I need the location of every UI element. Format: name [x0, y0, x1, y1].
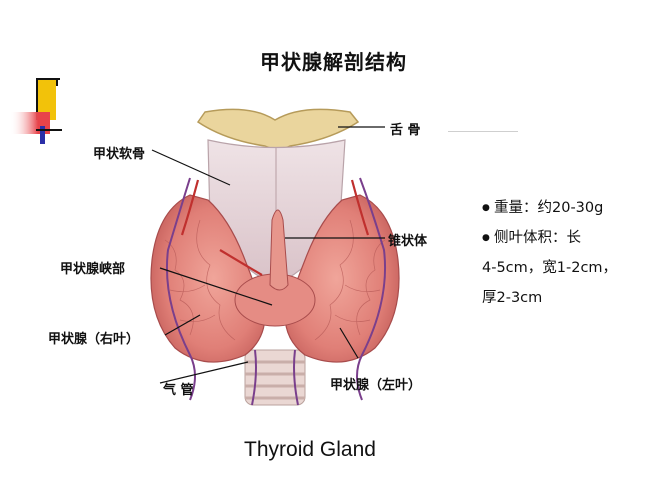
- page-title: 甲状腺解剖结构: [260, 50, 407, 74]
- info-list: ● 重量：约20-30g ● 侧叶体积：长 4-5cm，宽1-2cm， 厚2-3…: [482, 193, 662, 313]
- label-pyramidal-lobe: 锥状体: [388, 234, 428, 249]
- bullet-icon: ●: [482, 233, 490, 243]
- right-lobe-shape: [150, 194, 266, 363]
- label-hyoid: 舌 骨: [390, 123, 421, 138]
- thyroid-illustration: [150, 108, 400, 406]
- bullet-icon: ●: [482, 203, 490, 213]
- info-weight-text: 重量：约20-30g: [494, 200, 604, 216]
- hyoid-bone-shape: [196, 108, 360, 150]
- figure-caption: Thyroid Gland: [244, 438, 376, 461]
- left-lobe-shape: [284, 194, 400, 363]
- info-item-weight: ● 重量：约20-30g: [482, 193, 662, 223]
- trachea-shape: [244, 349, 306, 406]
- corner-decoration-icon: [10, 78, 62, 144]
- pyramidal-lobe-shape: [269, 209, 289, 291]
- hyoid-rule: [448, 131, 518, 132]
- info-volume-line3: 厚2-3cm: [482, 290, 543, 306]
- label-trachea: 气 管: [163, 383, 194, 398]
- label-isthmus: 甲状腺峡部: [60, 262, 126, 277]
- info-item-volume: ● 侧叶体积：长: [482, 223, 662, 253]
- label-right-lobe: 甲状腺（右叶）: [48, 332, 140, 347]
- label-thyroid-cartilage: 甲状软骨: [93, 147, 146, 162]
- label-left-lobe: 甲状腺（左叶）: [330, 378, 422, 393]
- info-volume-line2: 4-5cm，宽1-2cm，: [482, 260, 618, 276]
- info-volume-text: 侧叶体积：长: [494, 230, 581, 246]
